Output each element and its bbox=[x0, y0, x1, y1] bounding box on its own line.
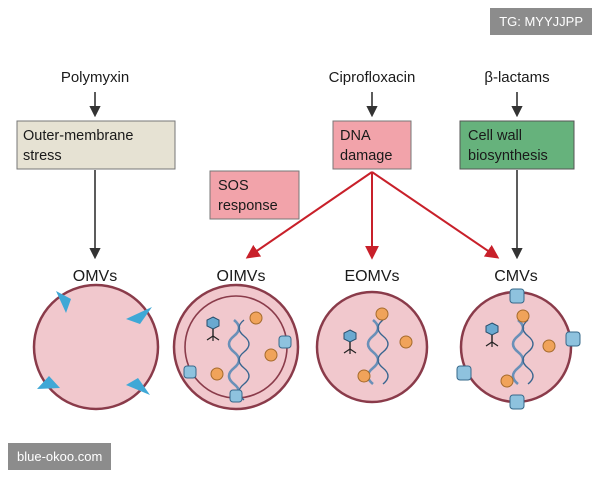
membrane-protein-icon bbox=[456, 365, 472, 381]
antibiotic-wedge-icon bbox=[126, 378, 150, 395]
svg-text:DNA: DNA bbox=[340, 128, 371, 144]
drug-label-beta-lactams: β-lactams bbox=[484, 69, 549, 86]
vesicle-eomvs bbox=[315, 290, 429, 404]
dna-helix-icon bbox=[511, 318, 525, 386]
membrane-protein-icon bbox=[509, 394, 525, 410]
svg-text:response: response bbox=[218, 198, 278, 214]
vesicle-label-cmvs: CMVs bbox=[494, 268, 538, 285]
svg-text:Outer-membrane: Outer-membrane bbox=[23, 128, 133, 144]
antibiotic-wedge-icon bbox=[56, 291, 71, 313]
bacteriophage-icon bbox=[485, 322, 499, 347]
watermark-bottom: blue-okoo.com bbox=[8, 443, 112, 470]
membrane-protein-icon bbox=[229, 389, 243, 403]
bacteriophage-icon bbox=[343, 329, 357, 354]
vesicle-label-omvs: OMVs bbox=[73, 268, 117, 285]
red-arrow-to-oimvs bbox=[245, 171, 373, 259]
svg-text:biosynthesis: biosynthesis bbox=[468, 148, 548, 164]
svg-text:damage: damage bbox=[340, 148, 392, 164]
watermark-top: TG: MYYJJPP bbox=[490, 8, 592, 35]
vesicle-label-oimvs: OIMVs bbox=[217, 268, 266, 285]
membrane-protein-icon bbox=[509, 288, 525, 304]
vesicle-label-eomvs: EOMVs bbox=[344, 268, 399, 285]
antibiotic-wedge-icon bbox=[126, 307, 152, 324]
svg-text:Cell wall: Cell wall bbox=[468, 128, 522, 144]
membrane-protein-icon bbox=[565, 331, 581, 347]
svg-text:SOS: SOS bbox=[218, 178, 249, 194]
drug-label-polymyxin: Polymyxin bbox=[61, 69, 129, 86]
bacteriophage-icon bbox=[206, 316, 220, 341]
membrane-protein-icon bbox=[278, 335, 292, 349]
box-outer-membrane-stress: Outer-membrane stress bbox=[16, 120, 176, 170]
vesicle-oimvs bbox=[172, 283, 300, 411]
red-arrow-to-cmvs bbox=[371, 171, 500, 259]
vesicle-omvs bbox=[32, 283, 160, 411]
membrane-protein-icon bbox=[183, 365, 197, 379]
svg-text:stress: stress bbox=[23, 148, 62, 164]
antibiotic-wedge-icon bbox=[37, 376, 60, 389]
box-dna-damage: DNA damage bbox=[332, 120, 412, 170]
vesicle-cmvs bbox=[456, 288, 581, 410]
box-cell-wall-biosynthesis: Cell wall biosynthesis bbox=[459, 120, 575, 170]
drug-label-ciprofloxacin: Ciprofloxacin bbox=[329, 69, 416, 86]
box-sos-response: SOS response bbox=[209, 170, 300, 220]
